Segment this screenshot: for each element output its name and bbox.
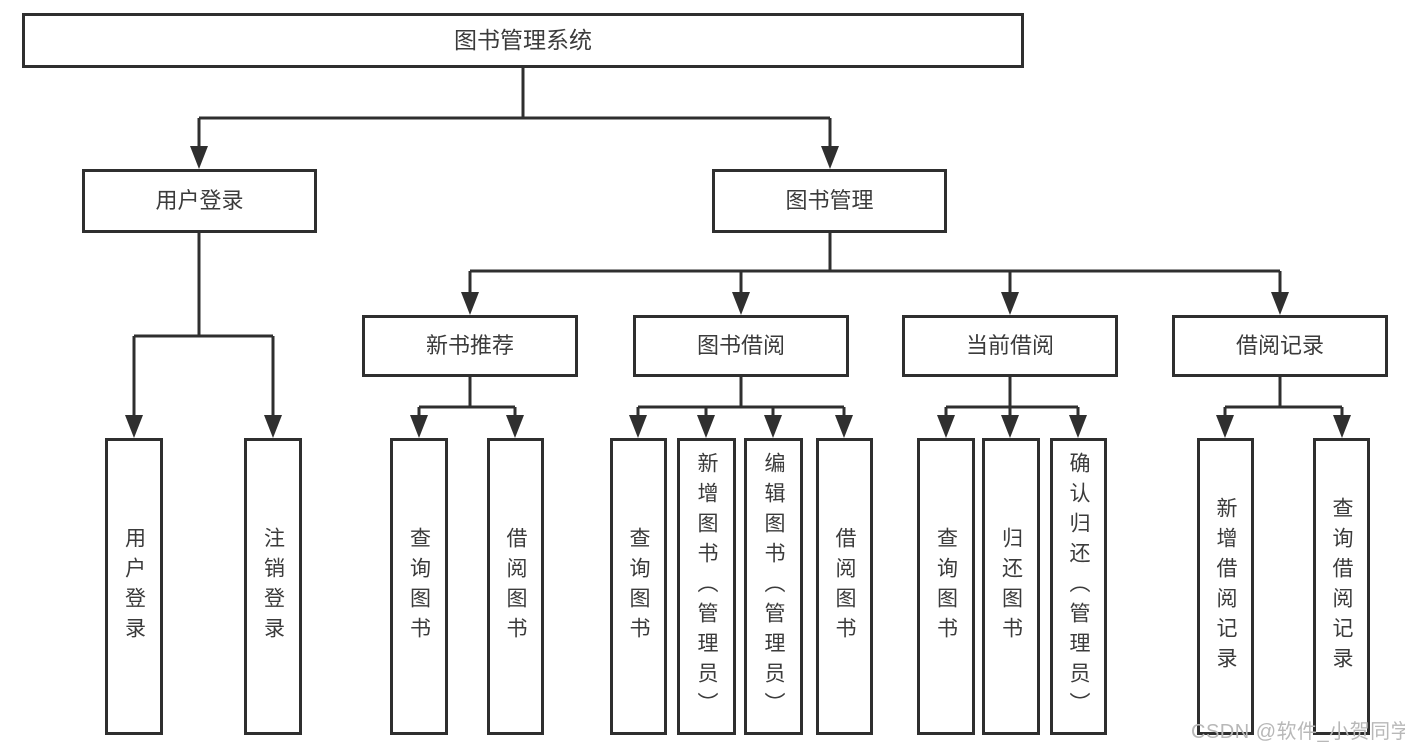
arrowhead-borrow-books-2 xyxy=(835,415,853,438)
arrowhead-add-books-admin xyxy=(697,415,715,438)
node-confirm-return-admin: 确认归还（管理员） xyxy=(1050,438,1107,735)
connector-root-to-level2 xyxy=(197,66,832,158)
connector-new-book-recommend-children xyxy=(417,377,517,428)
arrowhead-borrowing-records xyxy=(1271,292,1289,315)
node-edit-books-admin: 编辑图书（管理员） xyxy=(744,438,803,735)
node-borrow-books-1: 借阅图书 xyxy=(487,438,544,735)
connector-borrowing-records-children xyxy=(1223,377,1344,428)
node-add-borrow-record: 新增借阅记录 xyxy=(1197,438,1254,735)
node-book-management: 图书管理 xyxy=(712,169,947,233)
arrowhead-return-books xyxy=(1001,415,1019,438)
arrowhead-book-management xyxy=(821,146,839,169)
node-current-borrowing: 当前借阅 xyxy=(902,315,1118,377)
arrowhead-add-borrow-record xyxy=(1216,415,1234,438)
arrowhead-logout-leaf xyxy=(264,415,282,438)
node-return-books: 归还图书 xyxy=(982,438,1040,735)
node-query-books-1: 查询图书 xyxy=(390,438,448,735)
node-root: 图书管理系统 xyxy=(22,13,1024,68)
arrowhead-borrow-books-1 xyxy=(506,415,524,438)
arrowhead-edit-books-admin xyxy=(764,415,782,438)
connector-book-borrowing-children xyxy=(636,377,846,428)
node-logout-leaf: 注销登录 xyxy=(244,438,302,735)
arrowhead-current-borrowing xyxy=(1001,292,1019,315)
csdn-watermark: CSDN @软件_小贺同学 xyxy=(1191,721,1405,743)
arrowhead-new-book-recommend xyxy=(461,292,479,315)
node-borrow-books-2: 借阅图书 xyxy=(816,438,873,735)
arrowhead-query-borrow-record xyxy=(1333,415,1351,438)
arrowhead-confirm-return-admin xyxy=(1069,415,1087,438)
arrowhead-user-login xyxy=(190,146,208,169)
node-add-books-admin: 新增图书（管理员） xyxy=(677,438,736,735)
node-borrowing-records: 借阅记录 xyxy=(1172,315,1388,377)
arrowhead-book-borrowing xyxy=(732,292,750,315)
node-query-books-2: 查询图书 xyxy=(610,438,667,735)
node-user-login-leaf: 用户登录 xyxy=(105,438,163,735)
node-query-books-3: 查询图书 xyxy=(917,438,975,735)
node-book-borrowing: 图书借阅 xyxy=(633,315,849,377)
arrowhead-query-books-3 xyxy=(937,415,955,438)
arrowhead-user-login-leaf xyxy=(125,415,143,438)
node-query-borrow-record: 查询借阅记录 xyxy=(1313,438,1370,735)
connector-user-login-children xyxy=(132,233,275,428)
node-user-login: 用户登录 xyxy=(82,169,317,233)
arrowhead-query-books-1 xyxy=(410,415,428,438)
arrowhead-query-books-2 xyxy=(629,415,647,438)
connector-book-management-children xyxy=(468,233,1282,305)
node-new-book-recommend: 新书推荐 xyxy=(362,315,578,377)
